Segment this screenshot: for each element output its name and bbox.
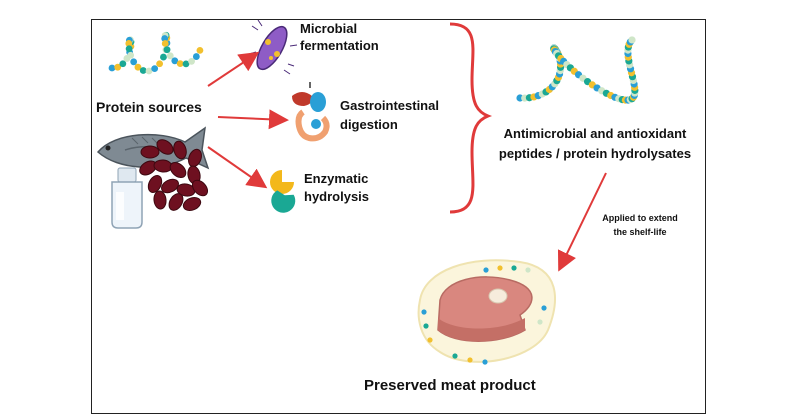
arrows	[207, 51, 607, 272]
bean	[191, 179, 209, 197]
applied-line-1: Applied to extend	[602, 213, 678, 223]
peptides-line-2: peptides / protein hydrolysates	[498, 146, 692, 161]
bean	[156, 139, 174, 155]
peptide-bead	[160, 53, 167, 61]
meat-steak-icon	[417, 259, 556, 365]
peptide-bead	[537, 319, 543, 325]
peptide-bead	[182, 60, 190, 68]
beans-icon	[139, 139, 209, 212]
milk-bottle-icon	[111, 167, 143, 229]
microbial-fermentation-label: Microbial fermentation	[300, 20, 379, 54]
peptide-bead	[134, 63, 142, 71]
peptide-bead	[114, 63, 122, 71]
peptide-bead	[188, 57, 195, 65]
arrow-to-meat	[557, 172, 607, 272]
arrow-to-digestion	[217, 109, 289, 130]
peptide-bead	[161, 35, 169, 42]
peptide-bead	[156, 60, 164, 68]
peptide-bead	[108, 64, 116, 72]
peptide-bead	[483, 267, 489, 273]
peptide-bead	[127, 51, 135, 59]
gi-line-1: Gastrointestinal	[340, 98, 439, 113]
peptide-bead	[139, 67, 147, 74]
peptide-bead	[192, 53, 200, 60]
bean	[147, 174, 163, 194]
peptide-bead	[541, 305, 547, 311]
peptide-bead	[130, 58, 138, 66]
enzymatic-line-1: Enzymatic	[304, 171, 369, 186]
protein-sources-label: Protein sources	[96, 99, 202, 115]
peptide-bead	[125, 45, 133, 53]
applied-label: Applied to extend the shelf-life	[590, 211, 690, 239]
peptide-chain-icon	[108, 31, 204, 75]
bean	[161, 178, 179, 194]
peptides-line-1: Antimicrobial and antioxidant	[503, 126, 687, 141]
peptide-bead	[421, 309, 427, 315]
peptide-bead	[163, 46, 171, 54]
peptide-bead	[125, 40, 133, 47]
bean	[169, 162, 187, 178]
microbial-line-2: fermentation	[300, 38, 379, 53]
peptide-bead	[151, 65, 159, 73]
peptide-bead	[145, 67, 153, 75]
gastrointestinal-digestion-label: Gastrointestinal digestion	[340, 96, 439, 134]
curly-brace	[449, 22, 493, 214]
peptide-bead	[628, 36, 636, 44]
peptides-label: Antimicrobial and antioxidant peptides /…	[490, 124, 700, 164]
applied-line-2: the shelf-life	[613, 227, 667, 237]
gi-line-2: digestion	[340, 117, 398, 132]
peptide-bead	[525, 267, 531, 273]
arrow-to-fermentation	[207, 51, 260, 87]
meat-product-label: Preserved meat product	[364, 377, 536, 394]
peptide-bead	[176, 60, 184, 68]
digestive-system-icon	[292, 82, 330, 142]
arrow-to-hydrolysis	[207, 146, 268, 189]
peptide-bead	[196, 46, 204, 54]
microbial-line-1: Microbial	[300, 21, 358, 36]
peptide-bead	[166, 52, 174, 60]
peptide-bead	[119, 60, 127, 68]
enzymatic-line-2: hydrolysis	[304, 189, 370, 204]
bean	[153, 190, 167, 210]
bean	[182, 196, 202, 212]
peptide-bead	[161, 40, 169, 47]
diagram-frame	[91, 19, 706, 414]
bacterium-icon	[248, 19, 298, 75]
peptide-bead	[171, 57, 179, 65]
peptide-bead	[427, 337, 433, 343]
peptide-bead	[423, 323, 429, 329]
bean	[173, 140, 187, 160]
enzymatic-hydrolysis-label: Enzymatic hydrolysis	[304, 170, 369, 206]
peptide-chain-icon	[516, 36, 639, 104]
bean	[168, 193, 184, 211]
peptide-bead	[452, 353, 458, 359]
enzyme-icon	[270, 170, 296, 213]
bean	[140, 145, 160, 159]
peptide-bead	[467, 357, 473, 363]
peptide-bead	[511, 265, 517, 271]
peptide-bead	[497, 265, 503, 271]
peptide-bead	[482, 359, 488, 365]
